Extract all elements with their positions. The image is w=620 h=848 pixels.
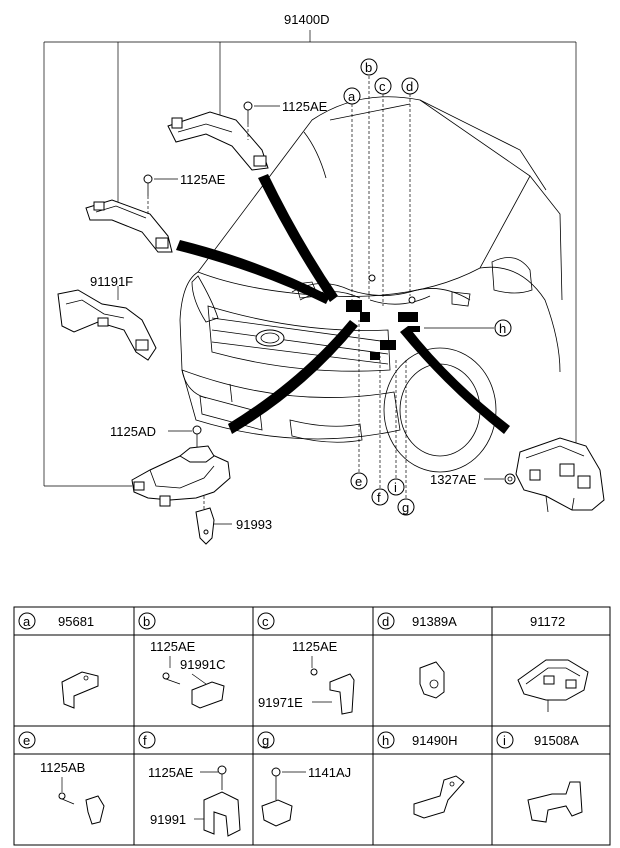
engine-wiring-harness xyxy=(291,274,471,360)
callout-d-letter: d xyxy=(406,79,413,94)
assembly-leader-lines: 91400D xyxy=(43,12,577,487)
cell-h-part: 91490H xyxy=(412,733,458,748)
callout-a-letter: a xyxy=(348,89,356,104)
assembly-label: 91400D xyxy=(284,12,330,27)
bracket-91993: 91993 xyxy=(195,496,272,545)
cell-i-letter: i xyxy=(503,733,506,748)
callout-e: e xyxy=(350,472,368,490)
cell-b-sub1: 1125AE xyxy=(150,639,196,654)
cell-e-sub1: 1125AB xyxy=(40,760,85,775)
cell-h-letter: h xyxy=(382,733,389,748)
bolt-middle-label: 1125AE xyxy=(180,172,226,187)
legend-cell-h: h 91490H xyxy=(377,731,465,819)
cell-d-part: 91389A xyxy=(412,614,457,629)
callout-f: f xyxy=(371,488,389,506)
callout-c-letter: c xyxy=(379,79,386,94)
cell-b-sub2: 91991C xyxy=(180,657,226,672)
legend-table: a 95681 b 1125AE 91991C c 1125AE 91971E xyxy=(13,606,611,846)
callout-h: h xyxy=(494,319,512,337)
callout-i-letter: i xyxy=(394,480,397,495)
bolt-lower-label: 1125AD xyxy=(110,424,156,439)
cell-f-letter: f xyxy=(143,733,147,748)
upper-harness-protector xyxy=(167,111,269,171)
legend-cell-c: c 1125AE 91971E xyxy=(257,612,355,715)
bolt-middle: 1125AE xyxy=(143,172,226,216)
callout-h-letter: h xyxy=(499,321,506,336)
callout-i: i xyxy=(387,478,405,496)
callout-g: g xyxy=(397,498,415,516)
callout-b: b xyxy=(360,58,378,76)
nut-label: 1327AE xyxy=(430,472,477,487)
legend-cell-f: 1125AE f 91991 xyxy=(138,731,241,837)
cell-d-letter: d xyxy=(382,614,389,629)
nut-1327AE: 1327AE xyxy=(430,472,516,487)
callout-e-letter: e xyxy=(355,474,362,489)
cell-f-sub2: 91991 xyxy=(150,812,186,827)
bolt-lower: 1125AD xyxy=(110,424,202,470)
direction-bands xyxy=(176,174,510,434)
legend-cell-i: i 91508A xyxy=(496,731,583,823)
legend-cell-a: a 95681 xyxy=(18,612,99,709)
cell-91172-part: 91172 xyxy=(530,614,565,629)
cell-c-sub2: 91971E xyxy=(258,695,303,710)
cell-g-sub1: 1141AJ xyxy=(308,765,351,780)
cell-b-letter: b xyxy=(143,614,150,629)
cell-a-part: 95681 xyxy=(58,614,94,629)
bolt-upper: 1125AE xyxy=(243,99,328,140)
legend-cell-d: d 91389A xyxy=(377,612,457,699)
cell-i-part: 91508A xyxy=(534,733,579,748)
legend-cell-91172: 91172 xyxy=(517,614,589,712)
callout-f-letter: f xyxy=(377,490,381,505)
callout-markers: a b c d h e f i xyxy=(343,58,512,516)
cell-f-sub1: 1125AE xyxy=(148,765,194,780)
lower-bracket-assembly xyxy=(131,445,231,507)
middle-harness-protector xyxy=(85,199,173,253)
protector-91191F: 91191F xyxy=(57,274,157,361)
protector-label: 91191F xyxy=(90,274,133,289)
cell-e-letter: e xyxy=(23,733,30,748)
cell-c-letter: c xyxy=(262,614,269,629)
junction-block xyxy=(515,437,605,513)
cell-a-letter: a xyxy=(23,614,31,629)
callout-a: a xyxy=(343,87,361,105)
bolt-upper-label: 1125AE xyxy=(282,99,328,114)
bracket-lower-label: 91993 xyxy=(236,517,272,532)
legend-cell-e: e 1125AB xyxy=(18,731,105,825)
callout-d: d xyxy=(401,77,419,95)
cell-c-sub1: 1125AE xyxy=(292,639,338,654)
callout-b-letter: b xyxy=(365,60,372,75)
callout-g-letter: g xyxy=(402,500,409,515)
legend-cell-g: g 1141AJ xyxy=(257,731,351,827)
callout-c: c xyxy=(374,77,392,95)
legend-cell-b: b 1125AE 91991C xyxy=(138,612,226,709)
cell-g-letter: g xyxy=(262,733,269,748)
